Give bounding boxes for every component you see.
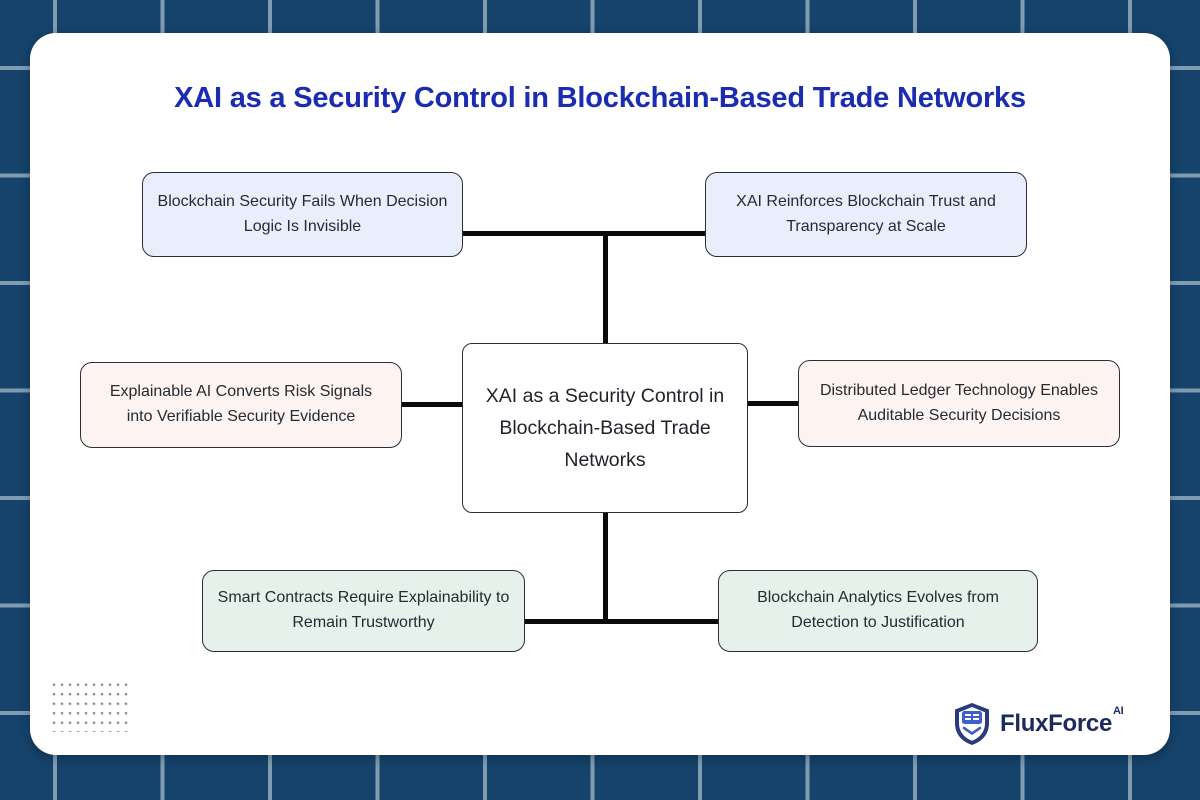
node-label: Smart Contracts Require Explainability t… xyxy=(217,589,510,631)
node-label: Blockchain Analytics Evolves from Detect… xyxy=(757,589,999,631)
node-center: XAI as a Security Control in Blockchain-… xyxy=(462,343,748,513)
shield-icon xyxy=(955,703,989,745)
brand-suffix: AI xyxy=(1113,705,1124,717)
node-bottom-right: Blockchain Analytics Evolves from Detect… xyxy=(718,570,1038,652)
node-top-right: XAI Reinforces Blockchain Trust and Tran… xyxy=(705,172,1027,257)
connector-top-vertical xyxy=(603,233,608,344)
node-label: Explainable AI Converts Risk Signals int… xyxy=(109,383,373,425)
brand-name: FluxForceAI xyxy=(1000,705,1124,738)
dot-grid-decoration xyxy=(50,680,130,732)
connector-right xyxy=(747,401,799,406)
connector-bottom-horizontal xyxy=(524,619,719,624)
brand-name-text: FluxForce xyxy=(1000,710,1112,737)
connector-bottom-vertical xyxy=(603,512,608,622)
node-mid-left: Explainable AI Converts Risk Signals int… xyxy=(80,362,402,448)
node-label: XAI as a Security Control in Blockchain-… xyxy=(485,384,725,472)
node-bottom-left: Smart Contracts Require Explainability t… xyxy=(202,570,525,652)
node-label: Blockchain Security Fails When Decision … xyxy=(157,192,448,235)
connector-left xyxy=(401,402,463,407)
node-top-left: Blockchain Security Fails When Decision … xyxy=(142,172,463,257)
connector-top-horizontal xyxy=(462,231,705,236)
brand-logo: FluxForceAI xyxy=(952,702,1124,746)
page-title: XAI as a Security Control in Blockchain-… xyxy=(174,82,1026,114)
node-label: XAI Reinforces Blockchain Trust and Tran… xyxy=(736,192,996,235)
node-label: Distributed Ledger Technology Enables Au… xyxy=(819,381,1099,424)
node-mid-right: Distributed Ledger Technology Enables Au… xyxy=(798,360,1120,447)
